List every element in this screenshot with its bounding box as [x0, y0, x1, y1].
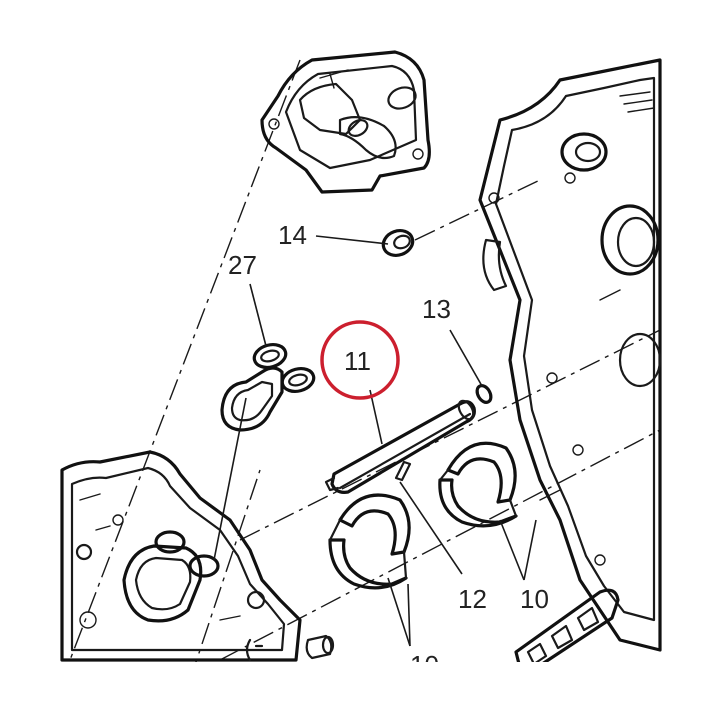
leader-lines — [213, 235, 537, 647]
oil-seal-part-14 — [381, 229, 415, 257]
leader-27 — [249, 283, 267, 347]
center-line-shaft — [239, 329, 661, 541]
pin-part-12 — [394, 460, 412, 482]
bottom-crop-mask — [0, 662, 720, 720]
center-line-seal — [414, 179, 541, 241]
assembly-center-lines — [69, 59, 661, 681]
leader-11 — [369, 389, 383, 445]
bearing-shell-pair-right — [438, 441, 518, 528]
callout-labels: 14 27 13 11 12 10 10 — [228, 220, 549, 680]
callout-27: 27 — [228, 250, 257, 280]
leader-14 — [315, 235, 389, 245]
center-line-lower — [219, 429, 661, 661]
shaft-part-11 — [324, 399, 476, 494]
crankcase-right — [478, 58, 662, 652]
leader-10b-2 — [407, 583, 411, 647]
dowel-bottom — [245, 634, 335, 662]
callout-10-right: 10 — [520, 584, 549, 614]
gasket-bottom-right — [514, 588, 620, 674]
o-ring-set-part-27 — [220, 342, 316, 432]
leader-12 — [399, 481, 463, 575]
top-cover — [260, 50, 431, 194]
callout-12: 12 — [458, 584, 487, 614]
crankcase-left — [60, 450, 302, 662]
leader-27-lower — [213, 397, 247, 561]
leader-10a-2 — [523, 519, 537, 581]
center-line-left — [69, 59, 301, 661]
leader-10b-1 — [387, 577, 411, 647]
leader-13 — [449, 329, 483, 387]
bearing-shell-pair-left — [328, 493, 411, 590]
callout-11: 11 — [344, 346, 371, 376]
leader-10a-1 — [499, 519, 525, 581]
callout-13: 13 — [422, 294, 451, 324]
ring-part-13 — [475, 384, 493, 404]
highlight-circle — [320, 320, 400, 400]
callout-14: 14 — [278, 220, 307, 250]
